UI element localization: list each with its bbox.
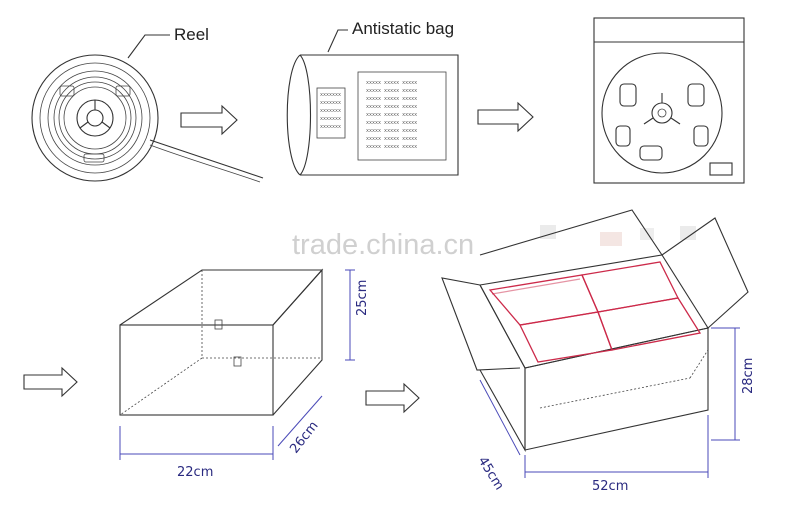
svg-text:xxxxx xxxxx xxxxx: xxxxx xxxxx xxxxx (366, 128, 417, 134)
bagged-reel-illustration (593, 17, 745, 184)
inner-box-illustration (119, 268, 324, 416)
arrow-bag-to-packed-reel (477, 101, 534, 133)
carton-height-label: 28cm (741, 358, 756, 394)
inner-box-height-label: 25cm (355, 280, 370, 316)
svg-text:xxxxx xxxxx xxxxx: xxxxx xxxxx xxxxx (366, 136, 417, 142)
svg-text:xxxxx xxxxx xxxxx: xxxxx xxxxx xxxxx (366, 120, 417, 126)
svg-text:xxxxx xxxxx xxxxx: xxxxx xxxxx xxxxx (366, 96, 417, 102)
reel-label: Reel (127, 25, 209, 59)
watermark: trade.china.cn (292, 229, 474, 261)
antistatic-bag-label-text: Antistatic bag (352, 19, 454, 38)
svg-text:xxxxx xxxxx xxxxx: xxxxx xxxxx xxxxx (366, 144, 417, 150)
reel-label-text: Reel (174, 25, 209, 44)
arrow-to-inner-box (23, 366, 78, 398)
arrow-to-carton (365, 382, 420, 414)
svg-text:xxxxx xxxxx xxxxx: xxxxx xxxxx xxxxx (366, 104, 417, 110)
svg-text:xxxxxxx: xxxxxxx (320, 124, 341, 130)
svg-text:xxxxx xxxxx xxxxx: xxxxx xxxxx xxxxx (366, 88, 417, 94)
svg-text:xxxxx xxxxx xxxxx: xxxxx xxxxx xxxxx (366, 112, 417, 118)
reel-illustration (31, 54, 264, 183)
antistatic-bag-illustration: xxxxxxx xxxxxxx xxxxxxx xxxxxxx xxxxxxx … (286, 54, 459, 176)
inner-box-dimension-lines (119, 269, 355, 460)
svg-text:xxxxxxx: xxxxxxx (320, 108, 341, 114)
svg-text:xxxxxxx: xxxxxxx (320, 116, 341, 122)
carton-width-label: 52cm (592, 479, 628, 494)
carton-dimension-lines (479, 327, 740, 478)
carton-depth-label: 45cm (475, 454, 507, 493)
carton-illustration (441, 209, 749, 453)
inner-box-width-label: 22cm (177, 465, 213, 480)
svg-text:xxxxxxx: xxxxxxx (320, 92, 341, 98)
blurred-watermark (540, 225, 696, 246)
svg-text:xxxxxxx: xxxxxxx (320, 100, 341, 106)
svg-text:xxxxx xxxxx xxxxx: xxxxx xxxxx xxxxx (366, 80, 417, 86)
antistatic-bag-label: Antistatic bag (327, 19, 454, 53)
arrow-reel-to-bag (180, 104, 238, 136)
inner-box-depth-label: 26cm (287, 419, 321, 457)
